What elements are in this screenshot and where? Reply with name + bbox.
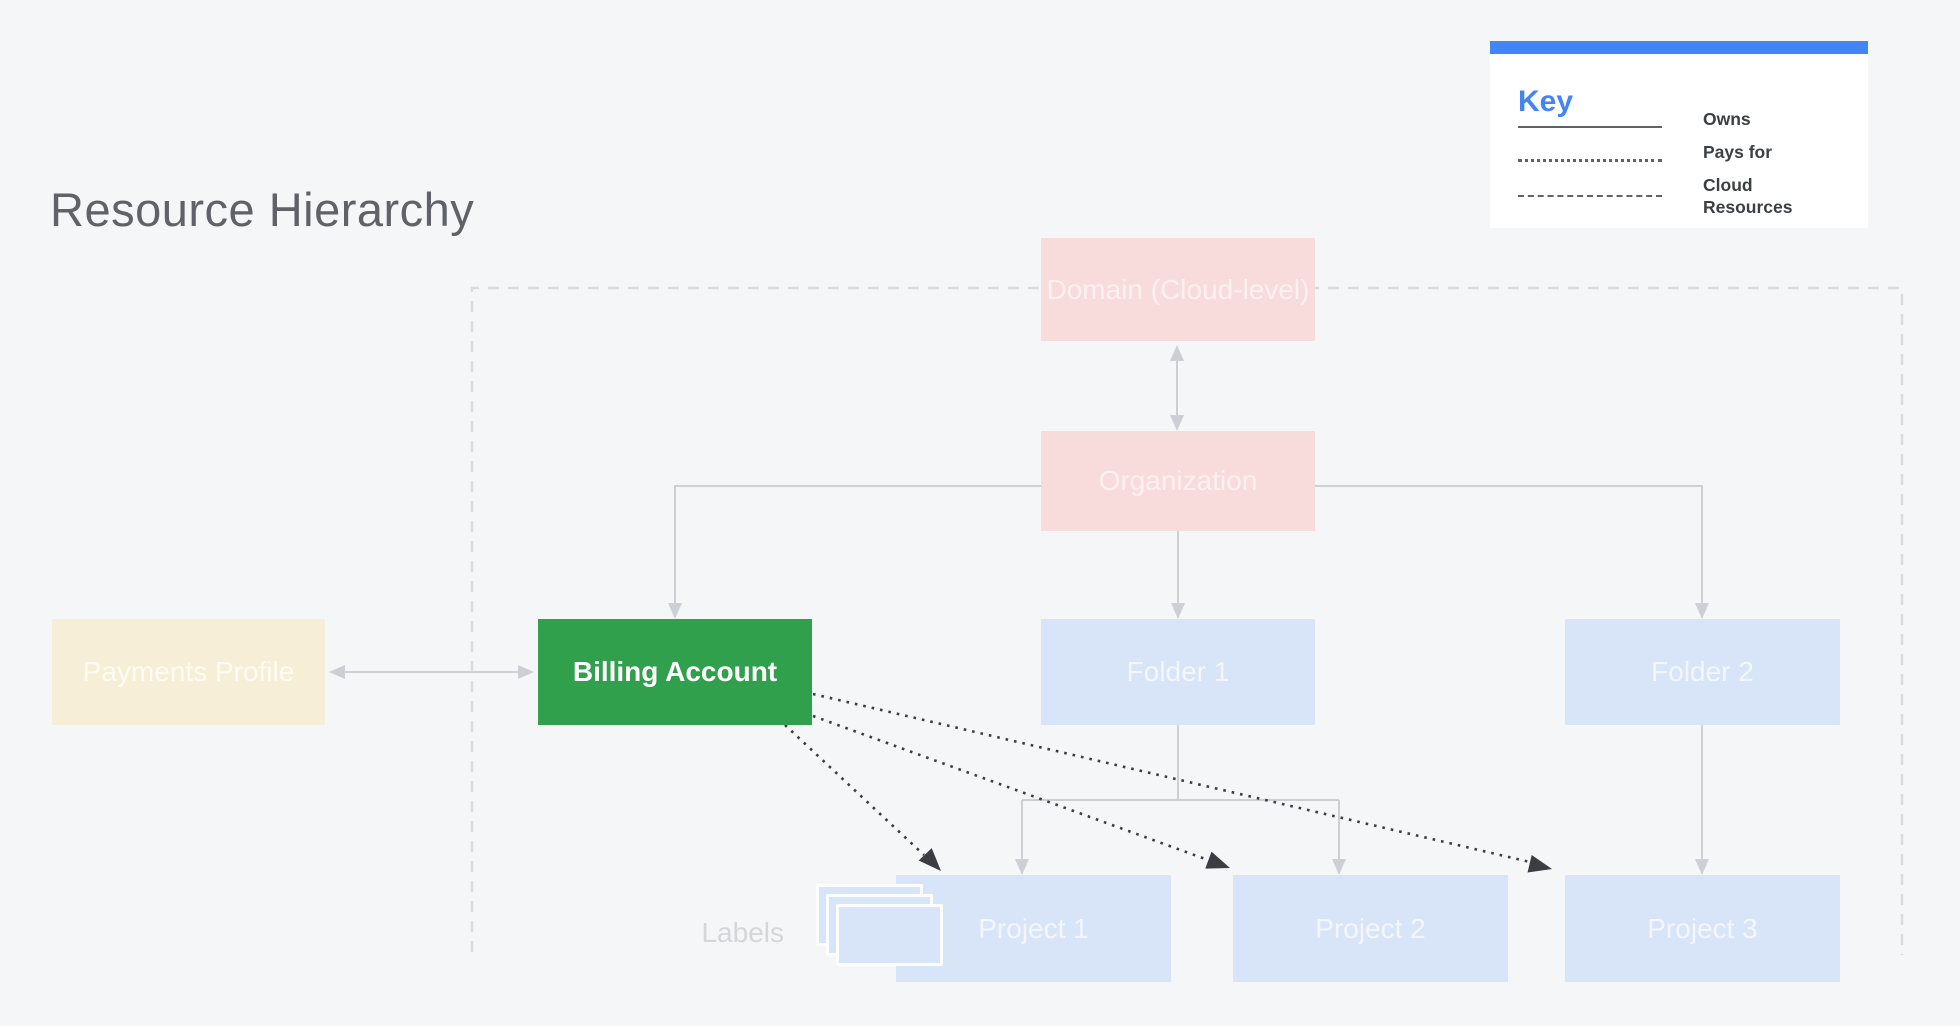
node-payments-profile: Payments Profile (52, 619, 325, 725)
node-folder1: Folder 1 (1041, 619, 1315, 725)
connector-org-to-folder2 (1315, 485, 1703, 605)
arrowhead-folder2-to-project3 (1695, 859, 1709, 875)
arrowhead-to-payments (329, 665, 345, 679)
node-project3: Project 3 (1565, 875, 1840, 982)
arrowhead-org-to-billing (668, 603, 682, 619)
node-project3-label: Project 3 (1647, 912, 1758, 944)
legend-dotted-line-sample (1518, 159, 1662, 162)
node-project2: Project 2 (1233, 875, 1508, 982)
legend-label-pays-for: Pays for (1703, 142, 1773, 162)
cloud-resources-boundary (470, 286, 1904, 955)
page-title: Resource Hierarchy (50, 183, 475, 236)
legend-label-owns: Owns (1703, 109, 1751, 129)
arrowhead-org-to-folder2 (1695, 603, 1709, 619)
node-billing-account-label: Billing Account (572, 656, 778, 687)
node-project1-label: Project 1 (978, 912, 1089, 944)
dotted-billing-to-project2 (812, 714, 1209, 862)
arrowhead-to-domain (1170, 345, 1184, 361)
dark-arrowhead-project1 (918, 848, 941, 871)
dotted-billing-to-project3 (812, 692, 1531, 864)
legend-key-box: Key Owns Pays for Cloud Resources (1490, 41, 1868, 228)
node-billing-account: Billing Account (538, 619, 812, 725)
node-organization-label: Organization (1098, 465, 1258, 496)
arrowhead-folder1-to-project1 (1015, 859, 1029, 875)
dark-arrowhead-project3 (1527, 854, 1552, 873)
arrowhead-folder1-to-project2 (1332, 859, 1346, 875)
arrowhead-to-organization (1170, 415, 1184, 431)
connector-org-to-billing (674, 485, 1041, 605)
dark-arrowhead-project2 (1205, 851, 1230, 869)
node-folder1-label: Folder 1 (1126, 656, 1230, 687)
arrowhead-to-billing (518, 665, 534, 679)
labels-caption: Labels (701, 917, 784, 948)
node-folder2: Folder 2 (1565, 619, 1840, 725)
legend-solid-line-sample (1518, 126, 1662, 128)
connector-folder1-branch (1021, 725, 1340, 861)
legend-accent-bar (1490, 41, 1868, 54)
node-organization: Organization (1041, 431, 1315, 531)
node-payments-profile-label: Payments Profile (82, 656, 295, 687)
node-folder2-label: Folder 2 (1651, 656, 1754, 687)
arrowhead-org-to-folder1 (1171, 603, 1185, 619)
legend-dashed-line-sample (1518, 195, 1662, 197)
node-domain-label: Domain (Cloud-level) (1046, 273, 1310, 305)
labels-card-front (836, 904, 943, 966)
labels-stack-icon (816, 884, 948, 968)
node-project2-label: Project 2 (1315, 912, 1426, 944)
legend-label-cloud-resources: Cloud Resources (1703, 175, 1793, 217)
node-domain: Domain (Cloud-level) (1041, 238, 1315, 341)
legend-title: Key (1518, 85, 1574, 118)
dotted-billing-to-project1 (784, 724, 925, 856)
